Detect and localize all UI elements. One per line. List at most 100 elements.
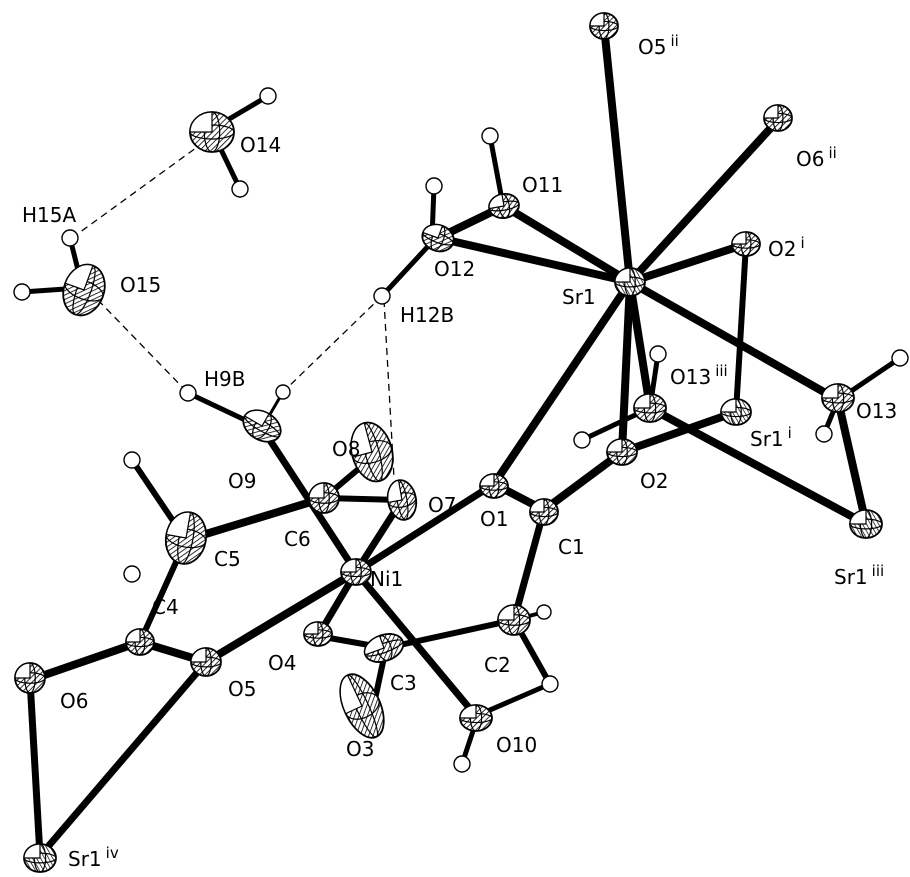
atom-o14: [189, 111, 235, 153]
heavy-atoms: [14, 12, 883, 873]
bond-o2i-sr1i: [733, 241, 749, 415]
hydrogen-bonds: [71, 144, 395, 479]
atom-o5: [190, 647, 222, 677]
label-o10: O10: [496, 733, 537, 757]
label-o9: O9: [228, 469, 256, 493]
label-o15: O15: [120, 273, 161, 297]
bond-c4-o6: [26, 638, 144, 684]
h-atom: [453, 755, 471, 773]
hbond-o15-h9b: [97, 299, 189, 394]
atom-sr1iv: [23, 843, 57, 873]
label-sr1: Sr1: [562, 285, 596, 309]
h-atom: [541, 675, 559, 693]
label-o12: O12: [434, 257, 475, 281]
atom-o5ii: [589, 12, 619, 40]
atom-ni1: [340, 558, 372, 586]
atom-o6: [14, 662, 46, 694]
bond-o11-h: [487, 133, 505, 203]
atom-c5: [164, 511, 208, 565]
bond-o12-h12b: [379, 239, 435, 299]
bond-o6-sr1iv: [26, 676, 44, 860]
h-atom: [649, 345, 667, 363]
label-o6: O6: [60, 689, 88, 713]
atom-o2: [606, 438, 638, 466]
atom-o15: [62, 263, 106, 317]
h-atom: [425, 177, 443, 195]
label-o5: O5: [228, 677, 256, 701]
bond-sr1-o6ii: [626, 116, 782, 286]
h-atom: [259, 87, 277, 105]
atom-o2i: [731, 231, 761, 257]
h-atom: [123, 565, 141, 583]
bond-sr1-o2i: [626, 240, 750, 286]
label-superscript: iii: [872, 562, 885, 580]
bond-sr1-o5ii: [600, 22, 634, 286]
bond-o2-sr1i: [618, 408, 740, 456]
bond-o2-c1: [540, 448, 626, 514]
atom-o3: [339, 673, 385, 739]
label-c4: C4: [152, 595, 179, 619]
bond-c1-c2: [510, 506, 548, 624]
h-atom: [231, 180, 249, 198]
label-o4: O4: [268, 651, 296, 675]
label-h9b: H9B: [204, 367, 245, 391]
atom-o1: [479, 473, 509, 499]
label-superscript: i: [800, 234, 804, 252]
bond-ni1-o10: [352, 568, 480, 720]
h12b-atom: [373, 287, 391, 305]
atom-o4: [303, 621, 333, 647]
bond-o5-sr1iv: [36, 658, 210, 860]
bond-sr1-o12: [434, 234, 634, 286]
atom-sr1iii: [849, 509, 883, 539]
atom-o13iii: [633, 393, 667, 423]
label-superscript: iii: [715, 362, 728, 380]
h-atom: [123, 451, 141, 469]
atom-o9: [242, 409, 282, 443]
h-atom: [536, 604, 552, 620]
atom-c2: [497, 604, 531, 636]
label-ni1: Ni1: [370, 567, 403, 591]
label-o7: O7: [428, 493, 456, 517]
bond-o13-sr1iii: [834, 396, 870, 528]
label-c2: C2: [484, 653, 511, 677]
bond-c2-c3: [383, 617, 517, 651]
bond-ni1-o1: [352, 480, 498, 576]
label-superscript: iv: [106, 844, 119, 862]
bond-ni1-o5: [202, 568, 360, 666]
hbond-h15a-o14: [71, 144, 201, 239]
label-h15a: H15A: [22, 203, 76, 227]
label-o11: O11: [522, 173, 563, 197]
atom-o13: [821, 383, 855, 413]
coordination-bonds: [26, 22, 870, 860]
atom-c4: [125, 628, 155, 656]
h-atom: [13, 283, 31, 301]
h9b-atom: [179, 384, 197, 402]
label-o8: O8: [332, 437, 360, 461]
h-atom: [573, 431, 591, 449]
label-o2: O2: [640, 469, 668, 493]
label-c3: C3: [390, 671, 417, 695]
label-c5: C5: [214, 547, 241, 571]
atom-c1: [529, 498, 559, 526]
bond-sr1-o2: [618, 278, 634, 456]
atom-sr1: [614, 267, 646, 297]
bond-c6-c5: [182, 494, 328, 544]
label-o14: O14: [240, 133, 281, 157]
bond-sr1-o11: [500, 202, 634, 286]
label-superscript: ii: [670, 32, 678, 50]
atom-o12: [421, 223, 455, 253]
bond-sr1-o13: [626, 278, 842, 404]
atom-sr1i: [720, 398, 752, 426]
bond-sr1-o1: [490, 278, 634, 488]
bond-sr1-o13iii: [626, 278, 654, 412]
atom-o8: [350, 421, 394, 483]
label-superscript: ii: [828, 144, 836, 162]
label-o3: O3: [346, 737, 374, 761]
